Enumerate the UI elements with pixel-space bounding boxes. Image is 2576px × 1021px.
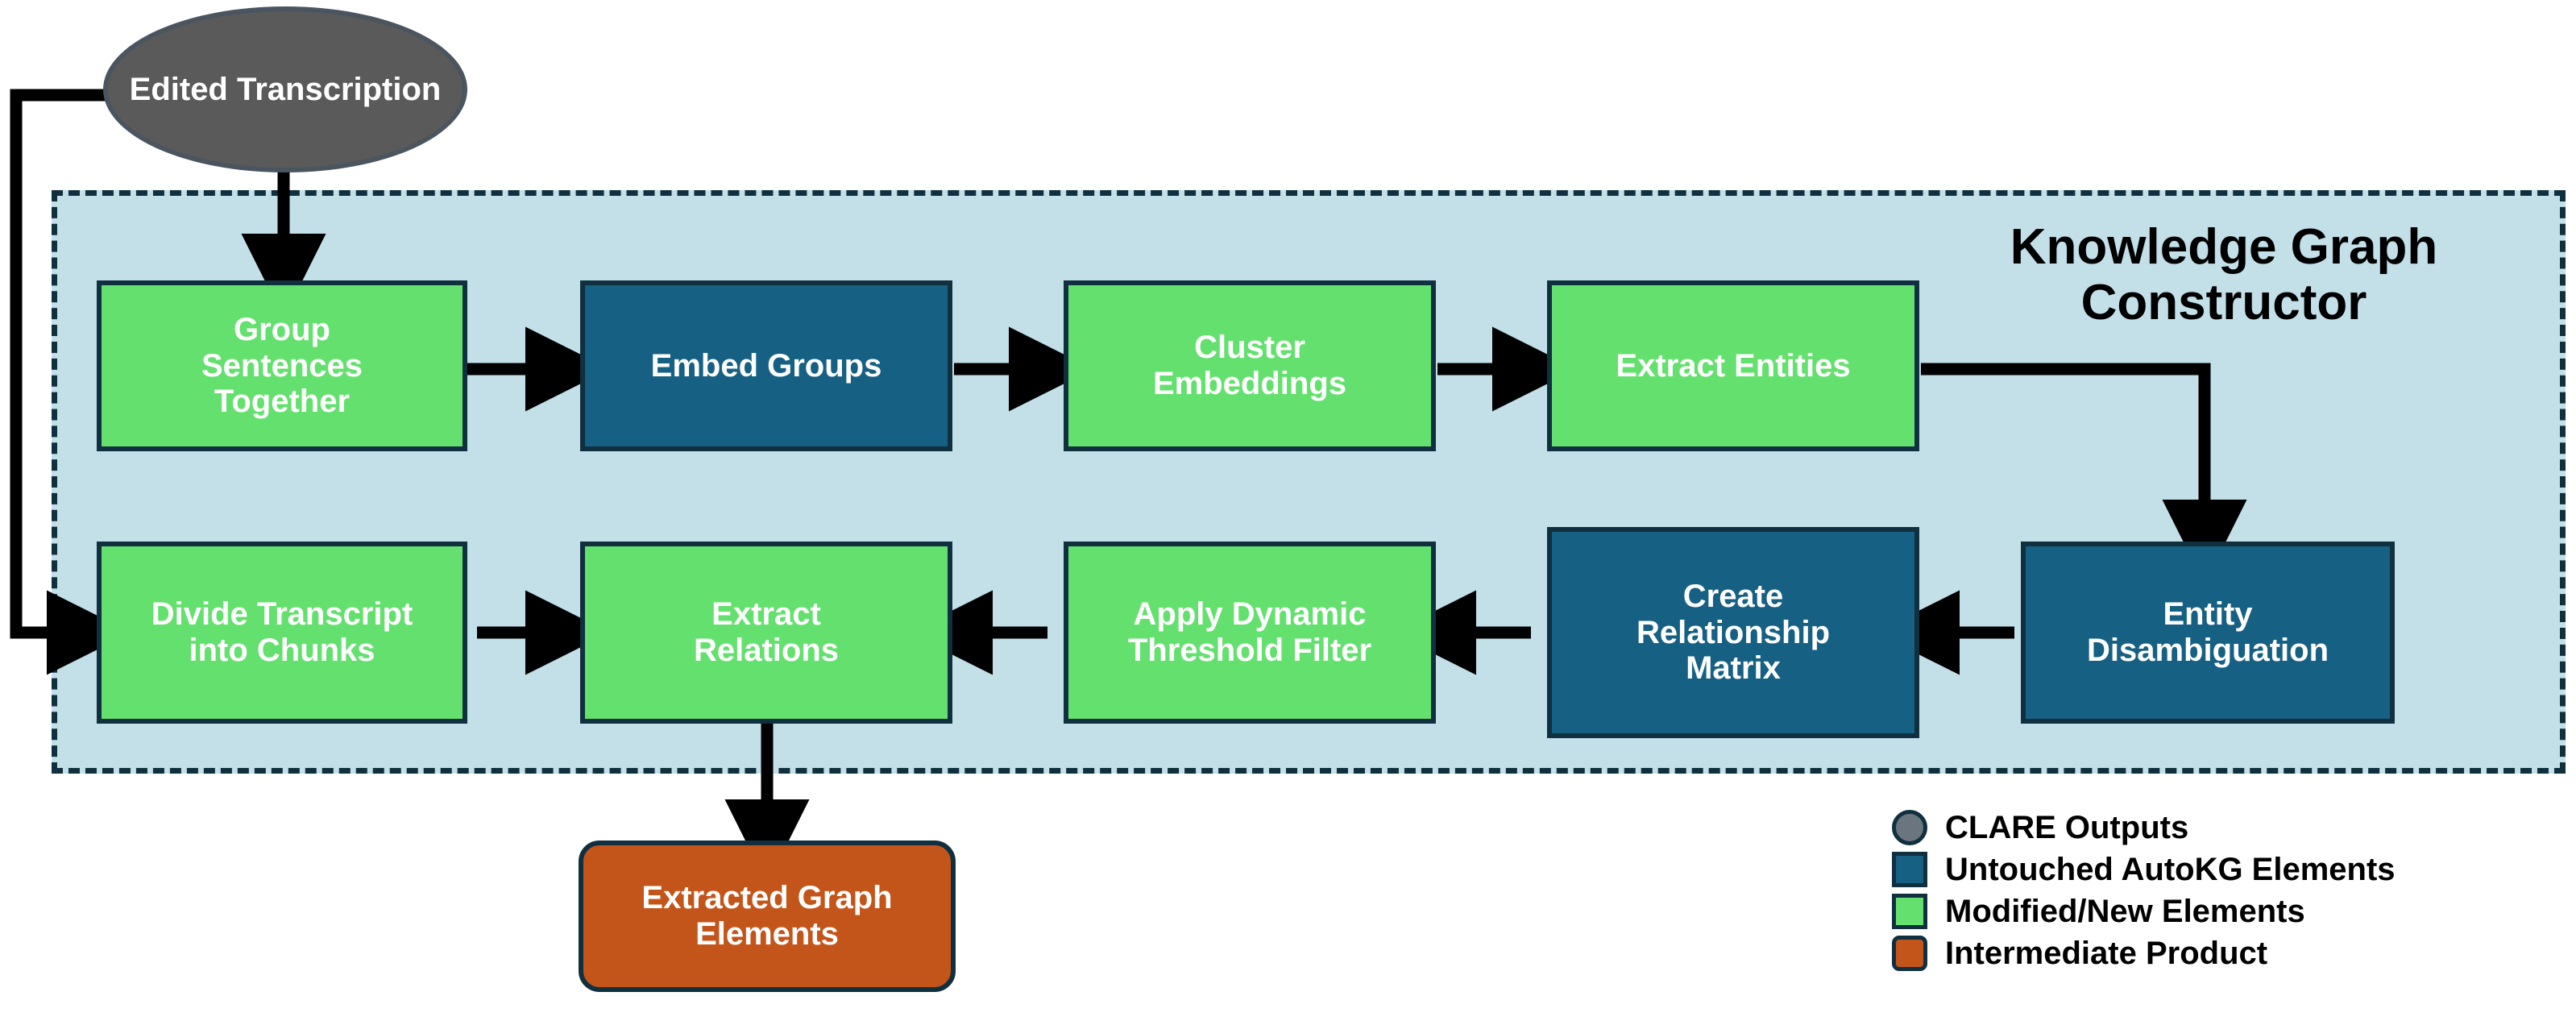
legend: CLARE Outputs Untouched AutoKG Elements … <box>1892 810 2396 971</box>
node-apply-dynamic-threshold-filter-label: Apply Dynamic Threshold Filter <box>1127 596 1372 668</box>
legend-swatch-square-green-icon <box>1892 894 1927 929</box>
legend-label-modified-new-elements: Modified/New Elements <box>1945 894 2305 929</box>
node-apply-dynamic-threshold-filter[interactable]: Apply Dynamic Threshold Filter <box>1064 542 1436 724</box>
node-entity-disambiguation-label: Entity Disambiguation <box>2086 596 2329 668</box>
legend-label-clare-outputs: CLARE Outputs <box>1945 810 2189 845</box>
legend-item-untouched-autokg-elements: Untouched AutoKG Elements <box>1892 852 2396 887</box>
node-embed-groups-label: Embed Groups <box>650 347 882 384</box>
node-group-sentences-together[interactable]: Group Sentences Together <box>97 280 467 451</box>
node-entity-disambiguation[interactable]: Entity Disambiguation <box>2021 542 2395 724</box>
node-extract-entities[interactable]: Extract Entities <box>1547 280 1919 451</box>
legend-item-intermediate-product: Intermediate Product <box>1892 936 2396 971</box>
node-divide-transcript-into-chunks[interactable]: Divide Transcript into Chunks <box>97 542 467 724</box>
legend-swatch-circle-icon <box>1892 810 1927 845</box>
legend-swatch-rounded-orange-icon <box>1892 936 1927 971</box>
node-create-relationship-matrix[interactable]: Create Relationship Matrix <box>1547 527 1919 738</box>
node-group-sentences-together-label: Group Sentences Together <box>201 311 363 420</box>
legend-swatch-square-blue-icon <box>1892 852 1927 887</box>
node-extracted-graph-elements-label: Extracted Graph Elements <box>641 880 893 952</box>
node-divide-transcript-into-chunks-label: Divide Transcript into Chunks <box>151 596 413 668</box>
legend-item-clare-outputs: CLARE Outputs <box>1892 810 2396 845</box>
node-edited-transcription[interactable]: Edited Transcription <box>103 6 467 172</box>
legend-label-intermediate-product: Intermediate Product <box>1945 936 2268 971</box>
node-extract-relations-label: Extract Relations <box>693 596 840 668</box>
legend-label-untouched-autokg-elements: Untouched AutoKG Elements <box>1945 852 2396 887</box>
node-extracted-graph-elements[interactable]: Extracted Graph Elements <box>579 840 956 992</box>
node-extract-relations[interactable]: Extract Relations <box>580 542 952 724</box>
knowledge-graph-constructor-title: Knowledge Graph Constructor <box>2010 219 2438 331</box>
node-create-relationship-matrix-label: Create Relationship Matrix <box>1636 578 1831 687</box>
node-extract-entities-label: Extract Entities <box>1616 347 1851 384</box>
node-cluster-embeddings[interactable]: Cluster Embeddings <box>1064 280 1436 451</box>
legend-item-modified-new-elements: Modified/New Elements <box>1892 894 2396 929</box>
node-cluster-embeddings-label: Cluster Embeddings <box>1152 330 1347 401</box>
node-embed-groups[interactable]: Embed Groups <box>580 280 952 451</box>
node-edited-transcription-label: Edited Transcription <box>129 71 442 107</box>
